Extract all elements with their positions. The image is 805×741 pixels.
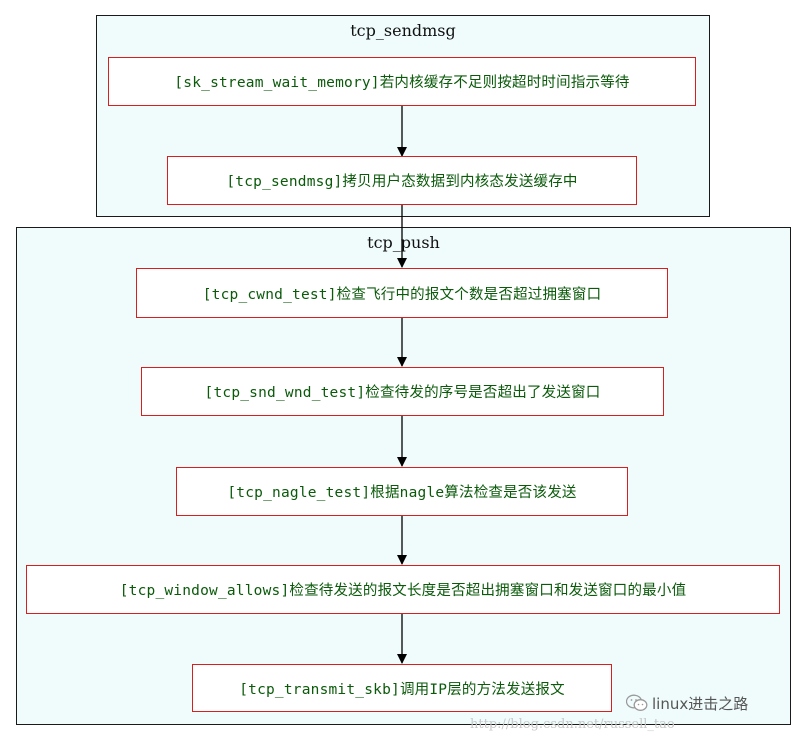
cluster-title: tcp_push (367, 233, 440, 252)
node-tcp-sendmsg-copy: [tcp_sendmsg]拷贝用户态数据到内核态发送缓存中 (167, 156, 637, 205)
node-tcp-snd-wnd-test: [tcp_snd_wnd_test]检查待发的序号是否超出了发送窗口 (141, 367, 664, 416)
wechat-icon (626, 694, 648, 711)
node-tcp-cwnd-test: [tcp_cwnd_test]检查飞行中的报文个数是否超过拥塞窗口 (136, 268, 668, 318)
cluster-title: tcp_sendmsg (350, 21, 456, 40)
node-label: [tcp_transmit_skb]调用IP层的方法发送报文 (239, 681, 565, 698)
node-label: [tcp_window_allows]检查待发送的报文长度是否超出拥塞窗口和发送… (119, 583, 687, 599)
url-watermark: http://blog.csdn.net/russell_tao (470, 717, 675, 732)
node-tcp-window-allows: [tcp_window_allows]检查待发送的报文长度是否超出拥塞窗口和发送… (26, 565, 780, 614)
node-label: [tcp_snd_wnd_test]检查待发的序号是否超出了发送窗口 (204, 385, 601, 401)
node-label: [sk_stream_wait_memory]若内核缓存不足则按超时时间指示等待 (174, 75, 630, 91)
watermark-brand: linux进击之路 (652, 695, 749, 713)
node-tcp-transmit-skb: [tcp_transmit_skb]调用IP层的方法发送报文 (192, 664, 612, 712)
node-label: [tcp_sendmsg]拷贝用户态数据到内核态发送缓存中 (226, 174, 578, 190)
node-label: [tcp_cwnd_test]检查飞行中的报文个数是否超过拥塞窗口 (202, 286, 602, 303)
node-tcp-nagle-test: [tcp_nagle_test]根据nagle算法检查是否该发送 (176, 467, 628, 516)
node-label: [tcp_nagle_test]根据nagle算法检查是否该发送 (227, 485, 577, 501)
node-sk-stream-wait-memory: [sk_stream_wait_memory]若内核缓存不足则按超时时间指示等待 (108, 57, 696, 106)
